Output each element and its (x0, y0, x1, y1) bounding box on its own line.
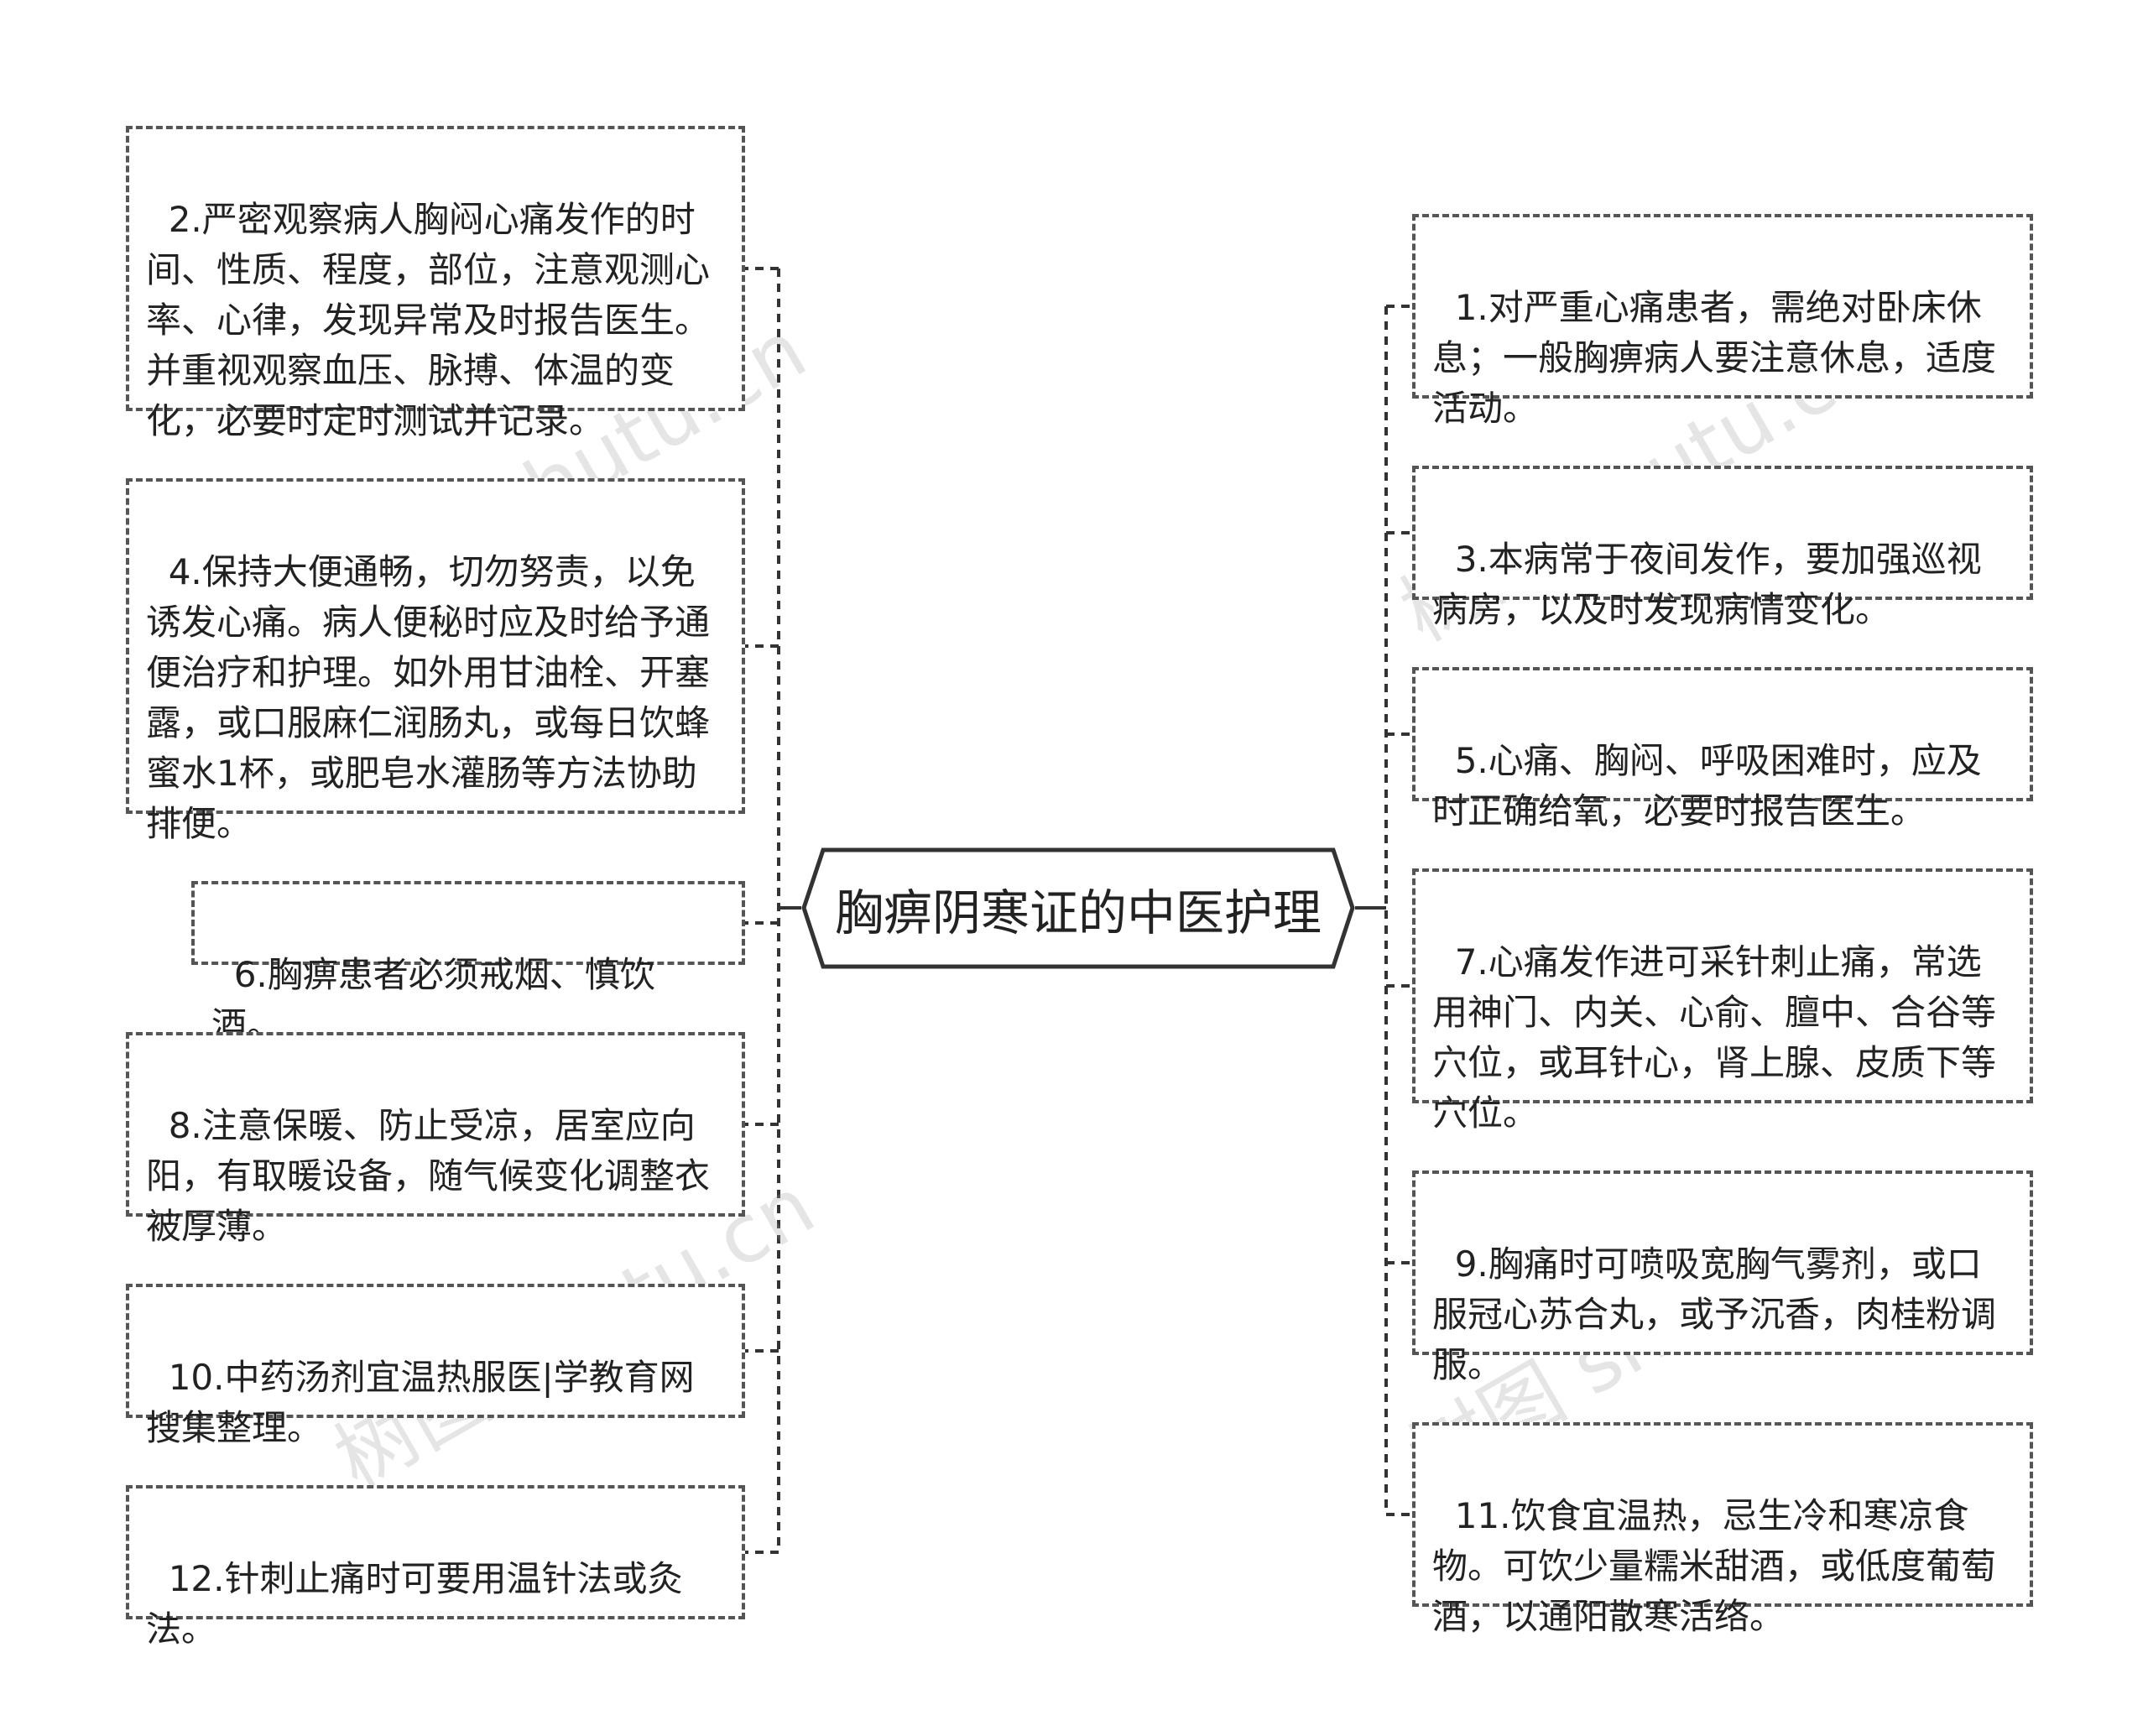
topic-node-5[interactable]: 5.心痛、胸闷、呼吸困难时，应及时正确给氧，必要时报告医生。 (1412, 667, 2033, 832)
topic-node-text: 5.心痛、胸闷、呼吸困难时，应及时正确给氧，必要时报告医生。 (1432, 740, 1982, 832)
topic-node-10[interactable]: 10.中药汤剂宜温热服医|学教育网搜集整理。 (126, 1284, 745, 1448)
central-topic-shape (801, 847, 1355, 969)
topic-node-text: 2.严密观察病人胸闷心痛发作的时间、性质、程度，部位，注意观测心率、心律，发现异… (146, 199, 711, 441)
topic-node-text: 12.针刺止痛时可要用温针法或灸法。 (146, 1558, 683, 1650)
topic-node-text: 7.心痛发作进可采针刺止痛，常选用神门、内关、心俞、膻中、合谷等穴位，或耳针心，… (1432, 941, 1997, 1134)
topic-node-1[interactable]: 1.对严重心痛患者，需绝对卧床休息；一般胸痹病人要注意休息，适度活动。 (1412, 214, 2033, 429)
topic-node-text: 8.注意保暖、防止受凉，居室应向阳，有取暖设备，随气候变化调整衣被厚薄。 (146, 1105, 711, 1247)
topic-node-7[interactable]: 7.心痛发作进可采针刺止痛，常选用神门、内关、心俞、膻中、合谷等穴位，或耳针心，… (1412, 868, 2033, 1134)
topic-node-6[interactable]: 6.胸痹患者必须戒烟、慎饮酒。 (191, 881, 745, 1045)
topic-node-text: 3.本病常于夜间发作，要加强巡视病房，以及时发现病情变化。 (1432, 539, 1982, 630)
topic-node-11[interactable]: 11.饮食宜温热，忌生冷和寒凉食物。可饮少量糯米甜酒，或低度葡萄酒，以通阳散寒活… (1412, 1422, 2033, 1637)
topic-node-2[interactable]: 2.严密观察病人胸闷心痛发作的时间、性质、程度，部位，注意观测心率、心律，发现异… (126, 126, 745, 441)
topic-node-text: 1.对严重心痛患者，需绝对卧床休息；一般胸痹病人要注意休息，适度活动。 (1432, 287, 1997, 429)
central-topic[interactable]: 胸痹阴寒证的中医护理 (801, 847, 1355, 969)
topic-node-12[interactable]: 12.针刺止痛时可要用温针法或灸法。 (126, 1485, 745, 1650)
topic-node-text: 9.胸痛时可喷吸宽胸气雾剂，或口服冠心苏合丸，或予沉香，肉桂粉调服。 (1432, 1243, 1997, 1385)
topic-node-text: 11.饮食宜温热，忌生冷和寒凉食物。可饮少量糯米甜酒，或低度葡萄酒，以通阳散寒活… (1432, 1495, 1997, 1637)
topic-node-text: 10.中药汤剂宜温热服医|学教育网搜集整理。 (146, 1357, 695, 1448)
topic-node-text: 4.保持大便通畅，切勿努责，以免诱发心痛。病人便秘时应及时给予通便治疗和护理。如… (146, 551, 711, 844)
topic-node-3[interactable]: 3.本病常于夜间发作，要加强巡视病房，以及时发现病情变化。 (1412, 466, 2033, 630)
topic-node-8[interactable]: 8.注意保暖、防止受凉，居室应向阳，有取暖设备，随气候变化调整衣被厚薄。 (126, 1032, 745, 1247)
central-topic-title: 胸痹阴寒证的中医护理 (834, 884, 1322, 941)
topic-node-9[interactable]: 9.胸痛时可喷吸宽胸气雾剂，或口服冠心苏合丸，或予沉香，肉桂粉调服。 (1412, 1170, 2033, 1385)
topic-node-4[interactable]: 4.保持大便通畅，切勿努责，以免诱发心痛。病人便秘时应及时给予通便治疗和护理。如… (126, 478, 745, 844)
topic-node-text: 6.胸痹患者必须戒烟、慎饮酒。 (211, 954, 655, 1045)
